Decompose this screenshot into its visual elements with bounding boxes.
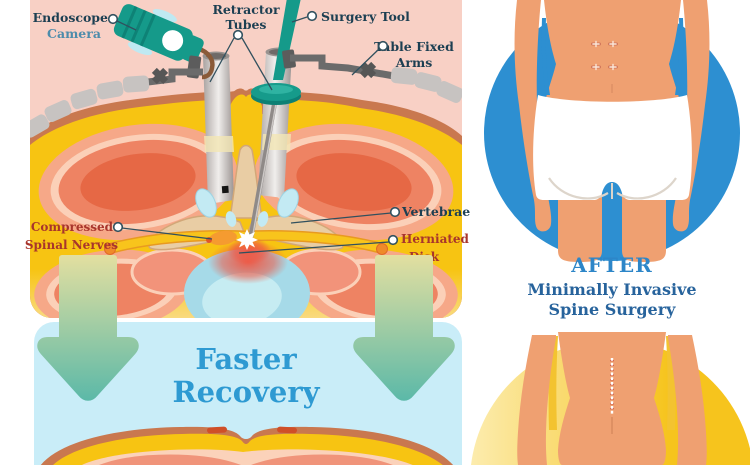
recovery-banner: Faster Recovery [34, 255, 462, 465]
patient-back-open-surgery [517, 332, 707, 465]
facet-joint-right [277, 188, 299, 218]
diagram-labels: Endoscope Camera Retractor Tubes Surgery… [25, 2, 470, 264]
label-marker-dot [377, 40, 389, 52]
endoscope-camera [113, 4, 215, 80]
compressed-nerves-label-line1: Compressed [31, 220, 114, 234]
after-title: AFTER [570, 253, 652, 277]
label-marker-dot [389, 206, 401, 218]
label-marker-dot [306, 10, 318, 22]
open-surgery-circle [471, 332, 750, 465]
muscle-left-upper [38, 123, 238, 241]
recovery-text-line1: Faster [195, 342, 297, 376]
retractor-label-line1: Retractor [212, 2, 280, 17]
endoscope-cable [196, 45, 215, 80]
table-fixed-arm-right [282, 49, 462, 103]
white-shorts [533, 95, 692, 200]
table-fixed-arm-left [30, 55, 203, 138]
label-marker-dot [232, 29, 244, 41]
herniation-bulge [227, 237, 271, 265]
after-subtitle-line2: Spine Surgery [549, 300, 677, 319]
compressed-nerves-label-line2: Spinal Nerves [25, 238, 118, 252]
after-subtitle-line1: Minimally Invasive [527, 280, 696, 299]
endoscope-camera-label: Camera [47, 26, 101, 41]
patient-back-after [514, 0, 710, 262]
vertebrae-label: Vertebrae [401, 204, 470, 219]
camera-lens [162, 30, 184, 52]
label-marker-dot [112, 221, 124, 233]
retractor-tube-left [202, 51, 234, 204]
table-arms-label-line1: Table Fixed [374, 39, 454, 54]
down-arrow-right [353, 255, 455, 401]
healed-incision-left [207, 426, 227, 434]
tool-tip-burst [236, 229, 258, 250]
right-arm [668, 335, 707, 465]
recovery-box [34, 322, 462, 465]
surgery-tool-shaft [248, 94, 279, 238]
herniated-disk-label-line1: Herniated [401, 232, 470, 246]
label-marker-dot [107, 13, 119, 25]
healed-incision-right [277, 426, 297, 434]
incision-marks [591, 40, 618, 71]
left-leg [558, 190, 602, 262]
right-leg [622, 190, 666, 262]
down-arrow-left [37, 255, 139, 401]
retractor-label-line2: Tubes [226, 17, 267, 32]
muscle-right-upper [254, 123, 454, 241]
surgery-tool-handle [251, 0, 301, 105]
table-arms-label-line2: Arms [395, 55, 433, 70]
left-arm [517, 335, 556, 465]
recovery-text-line2: Recovery [173, 375, 321, 409]
healed-cross-section [40, 426, 454, 465]
facet-joint-left [195, 188, 217, 218]
endoscope-label: Endoscope [33, 10, 108, 25]
after-photo-circle: AFTER Minimally Invasive Spine Surgery [484, 0, 740, 319]
label-marker-dot [387, 234, 399, 246]
surgery-tool-label: Surgery Tool [321, 9, 410, 24]
